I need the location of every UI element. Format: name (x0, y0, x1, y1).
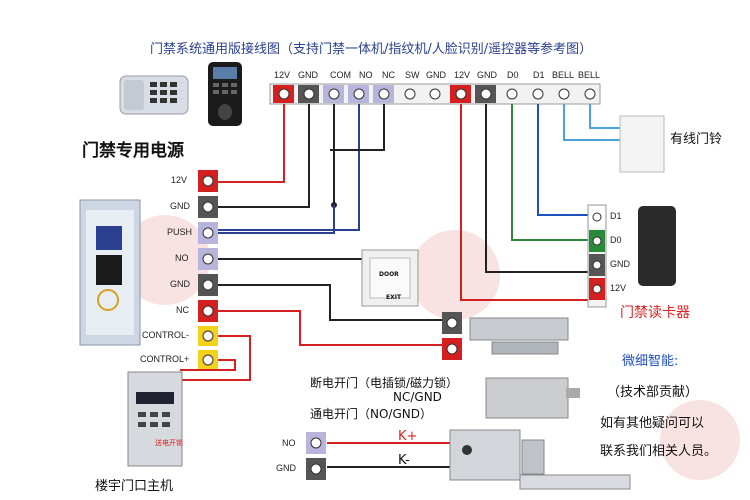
lock-mode-text: NC/GND (393, 390, 442, 404)
psu-terminal-label: CONTROL- (142, 330, 189, 340)
controller-terminal-label: 12V (274, 70, 291, 80)
doorbell-image (619, 115, 665, 173)
controller-terminal-label: GND (426, 70, 446, 80)
strike-terminal-label: NO (282, 438, 296, 448)
psu-terminal-label: 12V (171, 175, 188, 185)
k-minus-label: K- (398, 453, 410, 468)
bolt-lock-image (485, 377, 580, 419)
keypad-device-image (119, 75, 189, 115)
psu-terminal-label: PUSH (167, 227, 193, 237)
lock-terminal-block (442, 312, 462, 360)
lock-mode-text: 断电开门（电插锁/磁力锁） (310, 376, 459, 390)
psu-terminal-label: GND (170, 201, 190, 211)
psu-terminal-label: CONTROL+ (140, 354, 190, 364)
doorbell-label: 有线门铃 (670, 132, 723, 147)
controller-terminal-label: NO (359, 70, 373, 80)
controller-terminal-label: 12V (454, 70, 471, 80)
reader-terminal-label: D1 (610, 211, 622, 221)
card-reader-label: 门禁读卡器 (620, 305, 690, 321)
card-reader-image (587, 204, 676, 308)
watermark (120, 215, 740, 480)
exit-button-text: DOOR (379, 271, 399, 278)
strike-terminal-label: GND (276, 463, 296, 473)
controller-terminal-label: GND (298, 70, 318, 80)
lock-mode-text: 通电开门（NO/GND） (310, 407, 432, 421)
power-supply-image (79, 199, 141, 346)
info-text: （技术部贡献） (607, 385, 699, 400)
controller-terminal-label: D0 (507, 70, 519, 80)
intercom-label: 楼宇门口主机 (95, 479, 174, 494)
info-text: 联系我们相关人员。 (600, 444, 718, 459)
exit-button-text: EXIT (386, 294, 402, 301)
strike-terminal-block (306, 432, 326, 480)
controller-terminal-label: D1 (533, 70, 545, 80)
magnetic-lock-image (469, 317, 569, 355)
exit-button-image (361, 249, 419, 307)
diagram-title: 门禁系统通用版接线图（支持门禁一体机/指纹机/人脸识别/遥控器等参考图） (150, 42, 593, 57)
info-text: 如有其他疑问可以 (600, 416, 705, 431)
psu-terminal-label: NO (175, 253, 189, 263)
psu-terminal-label: NC (176, 305, 189, 315)
info-text: 微细智能: (622, 354, 679, 369)
k-plus-label: K+ (398, 429, 418, 444)
intercom-image (127, 371, 183, 467)
controller-terminal-block (269, 83, 601, 105)
power-supply-title: 门禁专用电源 (82, 141, 184, 161)
reader-terminal-label: D0 (610, 235, 622, 245)
controller-terminal-label: GND (477, 70, 497, 80)
controller-terminal-label: BELL (552, 70, 575, 80)
controller-terminal-label: COM (330, 70, 351, 80)
intercom-sub-label: 送电开锁 (155, 439, 183, 447)
psu-terminal-block (198, 170, 218, 370)
electric-strike-image (449, 429, 631, 490)
reader-terminal-label: GND (610, 259, 630, 269)
wires (180, 104, 620, 468)
controller-terminal-label: NC (382, 70, 395, 80)
psu-terminal-label: GND (170, 279, 190, 289)
reader-terminal-label: 12V (610, 283, 627, 293)
fingerprint-device-image (208, 62, 242, 126)
controller-terminal-label: BELL (578, 70, 601, 80)
controller-terminal-label: SW (405, 70, 420, 80)
